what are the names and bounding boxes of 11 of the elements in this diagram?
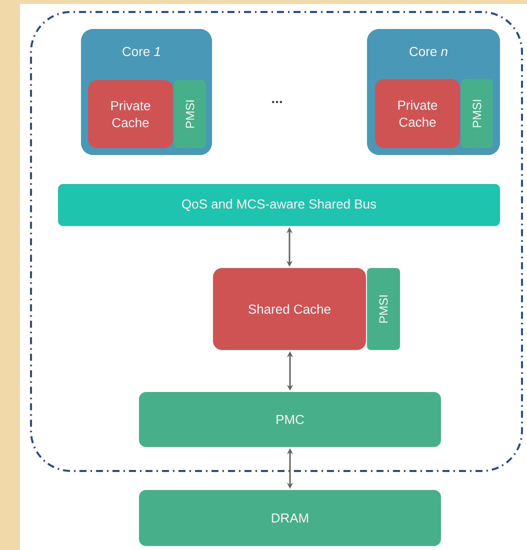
pmsi-box: PMSI [461, 79, 493, 148]
cache-box: Shared Cache [213, 268, 366, 350]
pmsi-box: PMSI [174, 80, 206, 148]
memory-box: DRAM [139, 490, 441, 546]
cache-box: Private Cache [88, 80, 173, 148]
dashed-boundary [30, 11, 523, 472]
memory-box: PMC [139, 392, 441, 447]
cache-box: Private Cache [375, 79, 460, 148]
ellipsis-label: ... [272, 100, 282, 104]
pmsi-box: PMSI [367, 268, 400, 350]
bus-box: QoS and MCS-aware Shared Bus [58, 184, 500, 226]
